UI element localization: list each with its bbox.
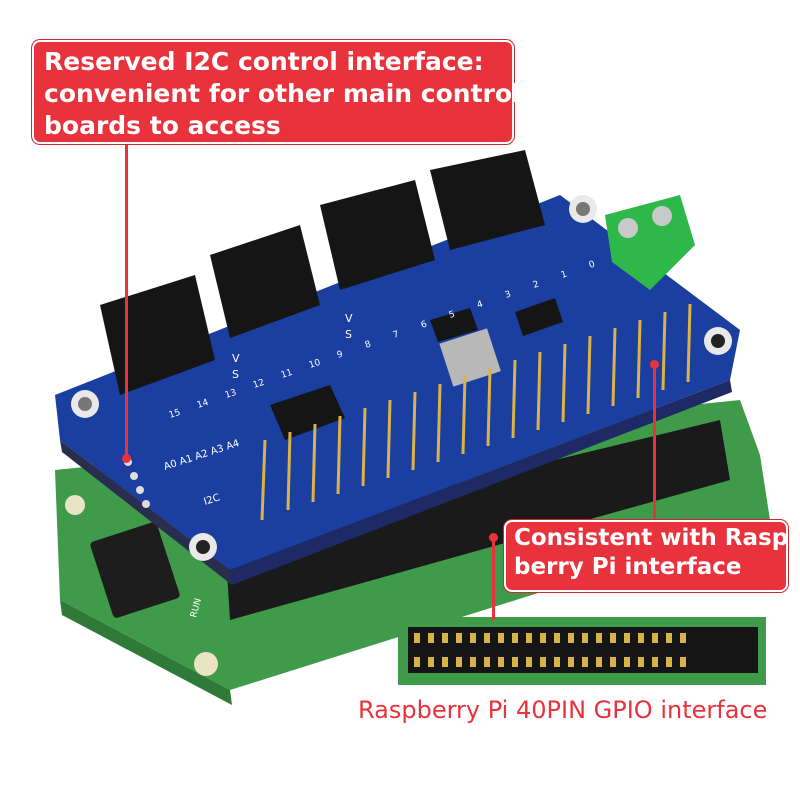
inset-leader-line <box>492 540 495 620</box>
channel-label: 15 <box>168 408 182 421</box>
gpio-callout-line1: Consistent with Rasp- <box>514 525 798 551</box>
channel-label: 10 <box>308 358 322 371</box>
channel-label: 3 <box>504 290 513 301</box>
channel-label: 7 <box>392 330 401 341</box>
channel-label: 2 <box>532 280 541 291</box>
gpio-caption: Raspberry Pi 40PIN GPIO interface <box>358 696 768 724</box>
i2c-callout-line3: boards to access <box>44 111 281 140</box>
channel-label: 1 <box>560 270 569 281</box>
channel-label: 0 <box>588 259 597 270</box>
servo-header-banks <box>100 150 545 395</box>
power-terminal-block <box>605 195 695 290</box>
gpio-leader-dot <box>650 360 659 369</box>
run-label: RUN <box>189 597 204 618</box>
i2c-callout: Reserved I2C control interface: convenie… <box>32 40 521 144</box>
i2c-callout-line2: convenient for other main control <box>44 79 521 108</box>
channel-label: 5 <box>448 310 457 321</box>
channel-label: 4 <box>476 299 485 310</box>
gpio-callout: Consistent with Rasp- berry Pi interface <box>504 520 798 592</box>
gpio-pin-row <box>260 303 692 521</box>
channel-label: 6 <box>420 319 429 330</box>
row-label: S <box>345 328 352 341</box>
channel-label: 12 <box>252 378 266 391</box>
channel-label: 14 <box>196 398 210 411</box>
channel-label: 11 <box>280 368 294 381</box>
channel-label: 13 <box>224 388 238 401</box>
i2c-leader-line <box>125 144 128 456</box>
gpio-leader-line <box>653 365 656 520</box>
channel-label: 9 <box>336 349 345 360</box>
i2c-leader-dot <box>122 454 131 463</box>
row-label: S <box>232 368 239 381</box>
gpio-callout-line2: berry Pi interface <box>514 554 742 581</box>
servo-hat-board: A0 A1 A2 A3 A4 I2C <box>55 195 740 585</box>
inset-leader-dot <box>489 533 498 542</box>
i2c-callout-line1: Reserved I2C control interface: <box>44 47 484 76</box>
gpio-inset-photo <box>398 617 766 685</box>
stacking-header <box>225 420 730 620</box>
i2c-label: I2C <box>203 492 222 508</box>
row-label: V <box>232 352 240 365</box>
channel-label: 8 <box>364 339 373 350</box>
row-label: V <box>345 312 353 325</box>
